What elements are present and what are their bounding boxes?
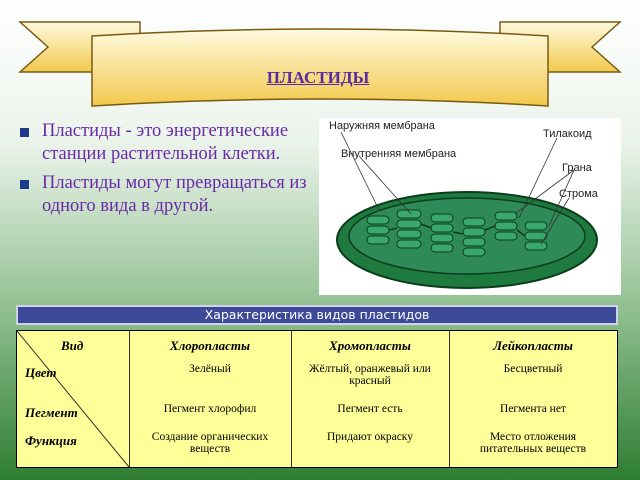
bullet-square-icon (20, 180, 29, 189)
title-banner (18, 21, 622, 107)
cell-chloroplast-color: Зелёный (189, 363, 231, 375)
cell-chromoplast-color: Жёлтый, оранжевый или красный (309, 363, 431, 387)
label-outer-membrane: Наружняя мембрана (329, 120, 435, 132)
cell-leucoplast-pigment: Пегмента нет (500, 403, 566, 415)
column-header-chromoplasts: Хромопласты (329, 338, 411, 353)
label-grana: Грана (562, 162, 592, 174)
list-item: Пластиды - это энергетические станции ра… (20, 120, 310, 166)
column-header-chloroplasts: Хлоропласты (169, 338, 251, 353)
label-inner-membrane: Внутренняя мембрана (341, 148, 457, 160)
cell-leucoplast-color: Бесцветный (503, 363, 563, 375)
row-header-function: Функция (25, 433, 77, 448)
cell-chloroplast-pigment: Пегмент хлорофил (163, 403, 257, 415)
cell-leucoplast-function: Место отложения питательных веществ (479, 431, 587, 455)
plastid-table: Вид Цвет Пегмент Функция Хлоропласты Хро… (16, 330, 618, 468)
table-diagonal-lines (17, 331, 130, 467)
cell-chromoplast-pigment: Пегмент есть (337, 403, 403, 415)
label-thylakoid: Тилакоид (543, 128, 592, 140)
column-header-leucoplasts: Лейкопласты (493, 338, 573, 353)
label-stroma: Строма (559, 188, 598, 200)
table-caption: Характеристика видов пластидов (16, 305, 618, 325)
cell-chloroplast-function: Создание органических веществ (151, 431, 269, 455)
page-title: ПЛАСТИДЫ (266, 68, 370, 87)
bullet-list: Пластиды - это энергетические станции ра… (20, 120, 310, 224)
row-header-pigment: Пегмент (25, 405, 78, 420)
chloroplast-illustration (336, 131, 598, 289)
chloroplast-diagram: Наружняя мембрана Тилакоид Внутренняя ме… (319, 118, 621, 295)
row-header-color: Цвет (25, 365, 57, 380)
cell-chromoplast-function: Придают окраску (327, 431, 413, 443)
bullet-text: Пластиды могут превращаться из одного ви… (42, 173, 307, 216)
list-item: Пластиды могут превращаться из одного ви… (20, 172, 310, 218)
bullet-square-icon (20, 128, 29, 137)
bullet-text: Пластиды - это энергетические станции ра… (42, 121, 289, 164)
row-header-kind: Вид (61, 338, 84, 353)
